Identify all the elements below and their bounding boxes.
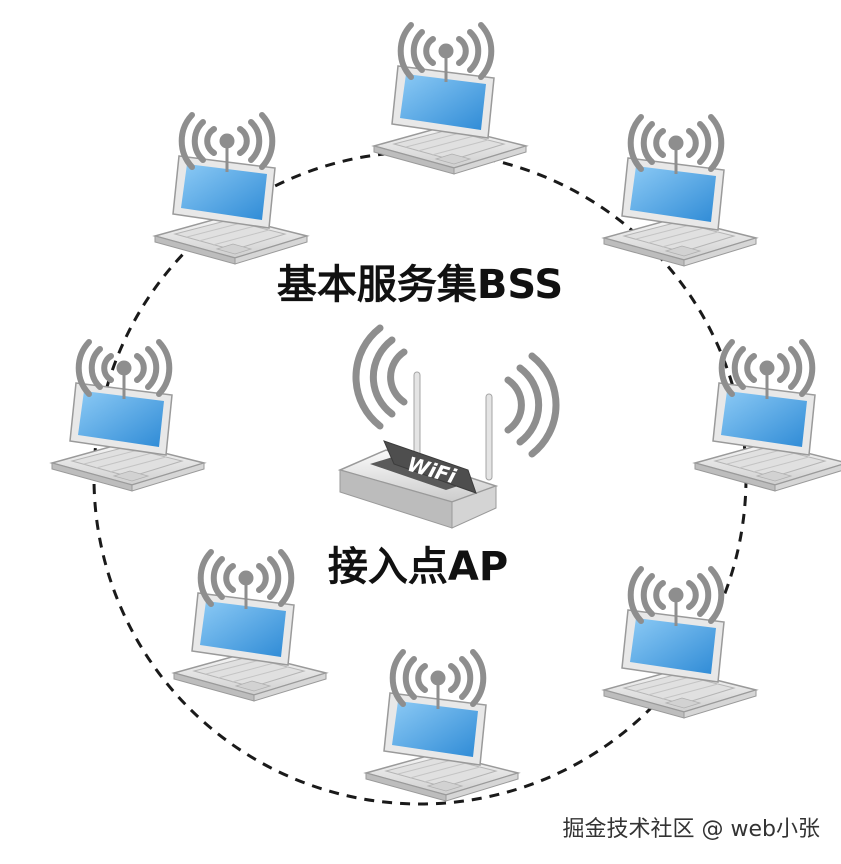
laptop-icon [365, 692, 519, 802]
laptop-icon [373, 65, 527, 175]
access-point: WiFi [337, 324, 560, 529]
station-bottom [365, 652, 519, 802]
laptop-icon [603, 157, 757, 267]
wifi-router-icon: WiFi [337, 440, 499, 529]
antenna-left [413, 371, 421, 461]
ap-left-signal-icon [352, 324, 408, 430]
station-upper-right [603, 117, 757, 267]
laptop-icon [154, 155, 308, 265]
station-upper-left [154, 115, 308, 265]
ap-label: 接入点AP [328, 544, 508, 590]
station-lower-right [603, 569, 757, 719]
antenna-right [485, 393, 493, 481]
laptop-icon [51, 382, 205, 492]
laptop-icon [694, 382, 841, 492]
watermark: 掘金技术社区 @ web小张 [563, 817, 820, 842]
station-right [694, 342, 841, 492]
ap-right-signal-icon [504, 352, 560, 458]
laptop-icon [603, 609, 757, 719]
station-top [373, 25, 527, 175]
laptop-icon [173, 592, 327, 702]
station-lower-left [173, 552, 327, 702]
bss-label: 基本服务集BSS [277, 262, 563, 308]
station-left [51, 342, 205, 492]
